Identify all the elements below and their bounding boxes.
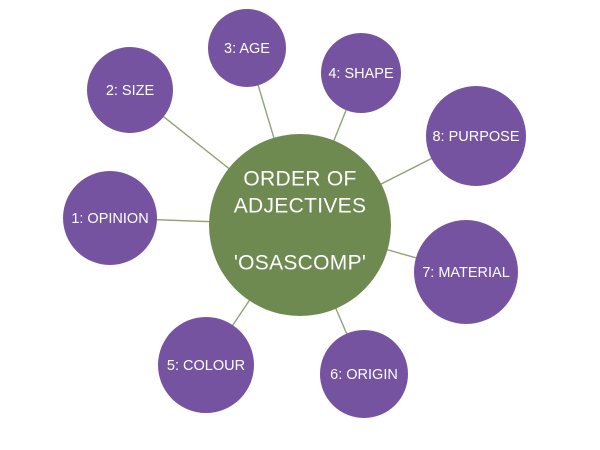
node-purpose-label: 8: PURPOSE bbox=[432, 129, 519, 145]
node-material-circle bbox=[414, 220, 518, 324]
node-shape-label: 4: SHAPE bbox=[328, 66, 394, 82]
center-acronym: 'OSASCOMP' bbox=[234, 252, 366, 275]
node-age-label: 3: AGE bbox=[224, 41, 270, 57]
node-origin: 6: ORIGIN bbox=[320, 330, 408, 418]
node-age-circle bbox=[208, 9, 286, 87]
node-purpose: 8: PURPOSE bbox=[426, 86, 526, 186]
node-opinion: 1: OPINION bbox=[63, 171, 157, 265]
center-title-line2: ADJECTIVES bbox=[234, 195, 367, 218]
node-size-circle bbox=[87, 47, 173, 133]
node-opinion-label: 1: OPINION bbox=[71, 211, 148, 227]
node-age: 3: AGE bbox=[208, 9, 286, 87]
center-circle bbox=[209, 134, 391, 316]
node-purpose-circle bbox=[426, 86, 526, 186]
node-size: 2: SIZE bbox=[87, 47, 173, 133]
node-material: 7: MATERIAL bbox=[414, 220, 518, 324]
node-origin-label: 6: ORIGIN bbox=[330, 367, 398, 383]
node-shape-circle bbox=[321, 33, 401, 113]
node-material-label: 7: MATERIAL bbox=[422, 265, 510, 281]
center-node: ORDER OF ADJECTIVES 'OSASCOMP' bbox=[209, 134, 391, 316]
node-size-label: 2: SIZE bbox=[106, 83, 155, 99]
node-colour-circle bbox=[158, 317, 254, 413]
node-opinion-circle bbox=[63, 171, 157, 265]
node-origin-circle bbox=[320, 330, 408, 418]
node-colour: 5: COLOUR bbox=[158, 317, 254, 413]
center-title-line1: ORDER OF bbox=[243, 168, 356, 191]
node-shape: 4: SHAPE bbox=[321, 33, 401, 113]
node-colour-label: 5: COLOUR bbox=[167, 358, 245, 374]
